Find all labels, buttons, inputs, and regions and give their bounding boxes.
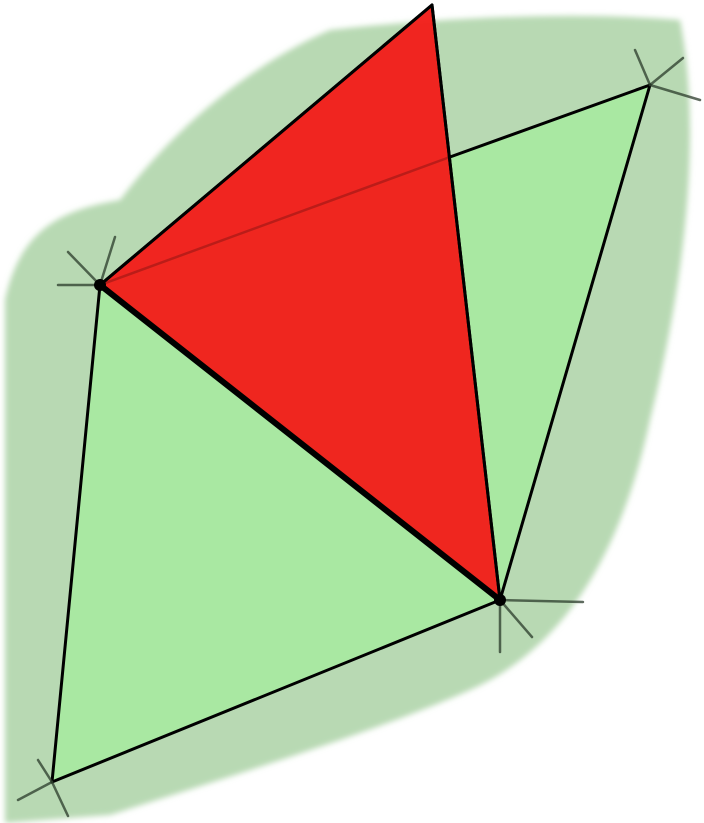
vertex-spoke bbox=[36, 758, 54, 784]
vertex-spoke bbox=[98, 235, 117, 287]
edge-upper-right-right bbox=[498, 83, 652, 602]
spokes-bottom-left-vertex bbox=[16, 758, 70, 818]
vertex-spoke bbox=[50, 780, 70, 818]
hidden-edge-through-red bbox=[99, 155, 451, 287]
edge-lower-left-bottom bbox=[50, 598, 502, 784]
spokes-bottom-right-vertex bbox=[498, 598, 585, 654]
edge-red-left bbox=[98, 3, 434, 287]
vertex-spoke bbox=[648, 56, 685, 87]
vertex-spoke bbox=[633, 48, 652, 87]
highlighted-shared-edge bbox=[97, 282, 503, 603]
edge-red-right bbox=[430, 3, 502, 602]
vertex-spoke bbox=[16, 780, 54, 802]
vertex-bottom-right-marked bbox=[494, 594, 506, 606]
edge-lower-left-left bbox=[50, 283, 102, 784]
vertex-left-marked bbox=[94, 279, 106, 291]
edge-upper-right-top bbox=[448, 83, 652, 159]
vertex-spoke bbox=[498, 598, 534, 639]
vertex-spoke bbox=[66, 250, 102, 287]
vertex-spoke bbox=[648, 83, 702, 102]
vertex-spokes bbox=[16, 48, 702, 818]
spokes-top-right-vertex bbox=[633, 48, 702, 102]
vertex-spoke bbox=[498, 598, 585, 604]
spokes-left-vertex bbox=[56, 235, 117, 287]
lower-left-green-triangle bbox=[52, 285, 500, 782]
